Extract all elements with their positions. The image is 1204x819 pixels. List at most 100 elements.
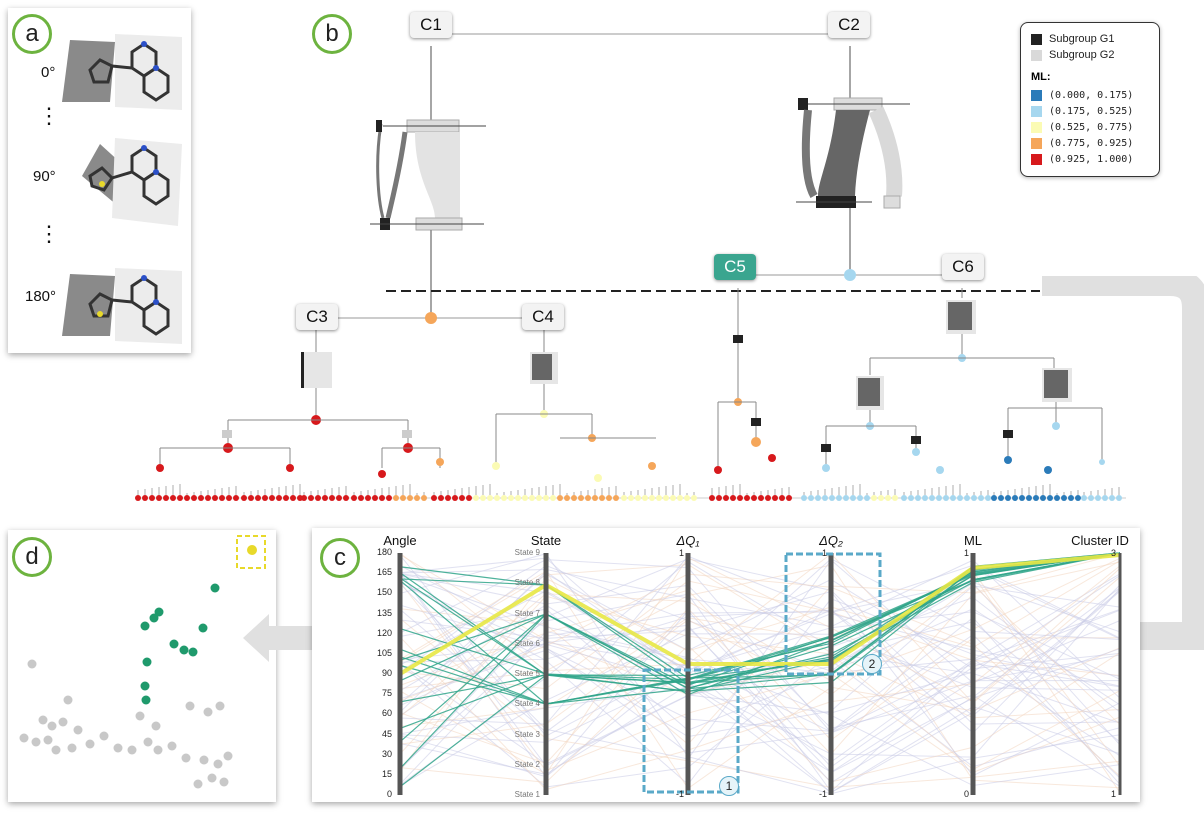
leaf-node[interactable] [723,495,729,501]
scatter-point[interactable] [99,731,109,741]
scatter-point[interactable] [181,753,191,763]
scatter-point-selected[interactable] [142,657,152,667]
leaf-node[interactable] [950,495,956,501]
scatter-point[interactable] [38,715,48,725]
leaf-node[interactable] [964,495,970,501]
leaf-node[interactable] [508,495,514,501]
leaf-node[interactable] [571,495,577,501]
leaf-node[interactable] [730,495,736,501]
leaf-node[interactable] [379,495,385,501]
leaf-node[interactable] [998,495,1004,501]
cluster-node-c5[interactable]: C5 [714,254,756,280]
scatter-point[interactable] [85,739,95,749]
scatter-point-selected[interactable] [179,645,189,655]
leaf-node[interactable] [365,495,371,501]
scatter-point[interactable] [219,777,229,787]
leaf-node[interactable] [1040,495,1046,501]
leaf-node[interactable] [1033,495,1039,501]
leaf-node[interactable] [915,495,921,501]
leaf-node[interactable] [621,495,627,501]
scatter-point[interactable] [203,707,213,717]
leaf-node[interactable] [985,495,991,501]
leaf-node[interactable] [536,495,542,501]
leaf-node[interactable] [163,495,169,501]
leaf-node[interactable] [414,495,420,501]
leaf-node[interactable] [393,495,399,501]
leaf-node[interactable] [529,495,535,501]
scatter-point[interactable] [185,701,195,711]
leaf-node[interactable] [1005,495,1011,501]
leaf-node[interactable] [452,495,458,501]
scatter-point-selected[interactable] [188,647,198,657]
scatter-point[interactable] [215,701,225,711]
scatter-point[interactable] [73,725,83,735]
leaf-node[interactable] [772,495,778,501]
leaf-node[interactable] [255,495,261,501]
leaf-node[interactable] [836,495,842,501]
cluster-node-c1[interactable]: C1 [410,12,452,38]
cluster-node-c2[interactable]: C2 [828,12,870,38]
leaf-node[interactable] [1054,495,1060,501]
cluster-node-c6[interactable]: C6 [942,254,984,280]
leaf-node[interactable] [241,495,247,501]
leaf-node[interactable] [1075,495,1081,501]
leaf-node[interactable] [850,495,856,501]
leaf-node[interactable] [922,495,928,501]
leaf-node[interactable] [991,495,997,501]
scatter-point[interactable] [19,733,29,743]
scatter-point[interactable] [167,741,177,751]
scatter-point[interactable] [51,745,61,755]
leaf-node[interactable] [1061,495,1067,501]
leaf-node[interactable] [473,495,479,501]
leaf-node[interactable] [578,495,584,501]
leaf-node[interactable] [901,495,907,501]
leaf-node[interactable] [1081,495,1087,501]
leaf-node[interactable] [656,495,662,501]
leaf-node[interactable] [1088,495,1094,501]
leaf-node[interactable] [885,495,891,501]
leaf-node[interactable] [466,495,472,501]
leaf-node[interactable] [1109,495,1115,501]
scatter-point-selected[interactable] [140,621,150,631]
leaf-node[interactable] [929,495,935,501]
leaf-node[interactable] [635,495,641,501]
scatter-point[interactable] [58,717,68,727]
leaf-node[interactable] [663,495,669,501]
leaf-node[interactable] [459,495,465,501]
scatter-point[interactable] [213,759,223,769]
leaf-node[interactable] [843,495,849,501]
leaf-node[interactable] [343,495,349,501]
leaf-node[interactable] [494,495,500,501]
leaf-node[interactable] [684,495,690,501]
scatter-point[interactable] [207,773,217,783]
leaf-node[interactable] [308,495,314,501]
leaf-node[interactable] [400,495,406,501]
leaf-node[interactable] [957,495,963,501]
scatter-point-selected[interactable] [149,613,159,623]
leaf-node[interactable] [857,495,863,501]
leaf-node[interactable] [1026,495,1032,501]
leaf-node[interactable] [290,495,296,501]
leaf-node[interactable] [808,495,814,501]
leaf-node[interactable] [864,495,870,501]
leaf-node[interactable] [543,495,549,501]
scatter-point[interactable] [127,745,137,755]
scatter-point[interactable] [43,735,53,745]
leaf-node[interactable] [649,495,655,501]
leaf-node[interactable] [219,495,225,501]
leaf-node[interactable] [606,495,612,501]
scatter-point-selected[interactable] [154,607,164,617]
leaf-node[interactable] [709,495,715,501]
leaf-node[interactable] [1012,495,1018,501]
leaf-node[interactable] [522,495,528,501]
leaf-node[interactable] [205,495,211,501]
leaf-node[interactable] [613,495,619,501]
leaf-node[interactable] [315,495,321,501]
leaf-node[interactable] [501,495,507,501]
leaf-node[interactable] [276,495,282,501]
leaf-node[interactable] [156,495,162,501]
leaf-node[interactable] [142,495,148,501]
leaf-node[interactable] [936,495,942,501]
scatter-point-selected[interactable] [140,681,150,691]
leaf-node[interactable] [1068,495,1074,501]
